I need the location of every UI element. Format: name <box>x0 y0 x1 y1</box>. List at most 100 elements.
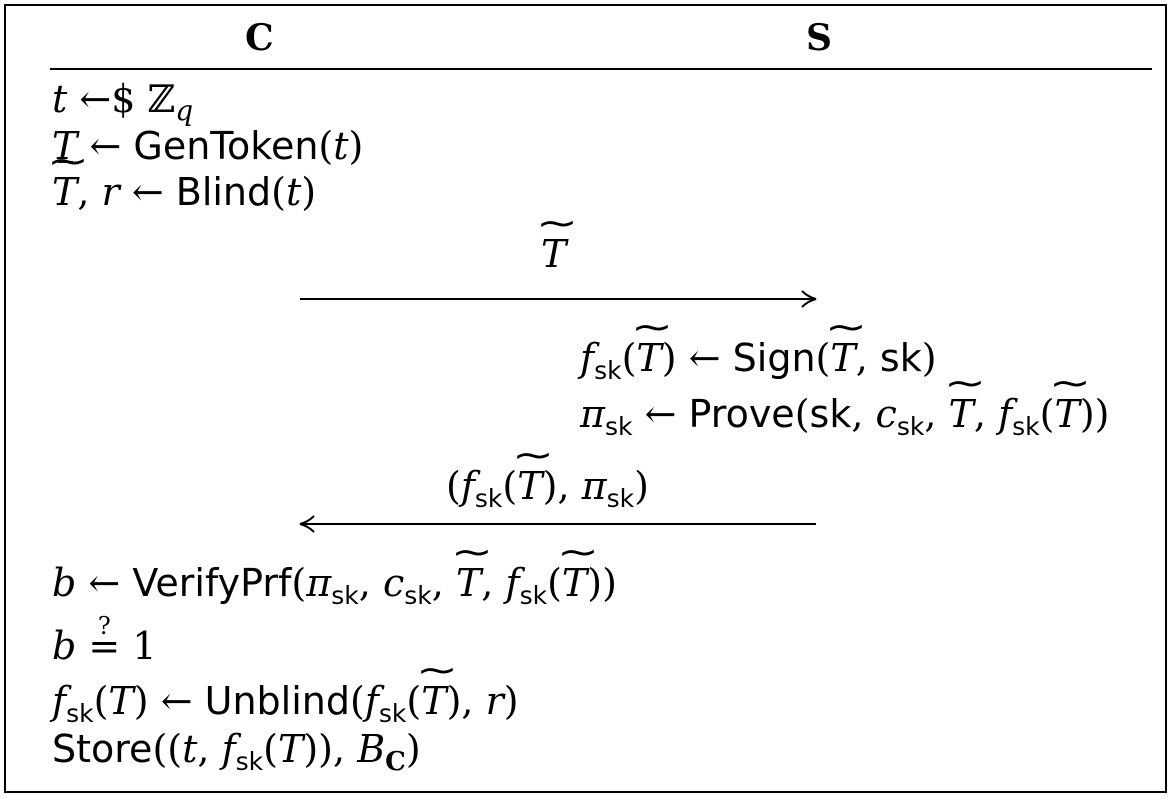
math-token: , <box>557 464 570 508</box>
math-token: , <box>851 392 864 436</box>
math-token: sk <box>235 747 264 776</box>
math-token: T <box>1054 392 1079 436</box>
line-verify: b ← VerifyPrf(πsk, csk, T, fsk(T)) <box>52 561 617 610</box>
math-token: t <box>182 727 198 771</box>
verify-fn: VerifyPrf <box>132 561 292 605</box>
math-token: ( <box>271 170 286 214</box>
math-token: ← <box>688 336 721 380</box>
math-token: ) <box>503 679 519 723</box>
math-token: T <box>562 561 587 605</box>
math-token: ← <box>160 679 193 723</box>
math-token: f <box>460 464 475 508</box>
sign-fn: Sign <box>732 336 816 380</box>
math-token: ← <box>644 392 677 436</box>
math-token: ) <box>301 170 317 214</box>
math-token: T <box>108 679 134 723</box>
math-token: sk <box>879 336 922 380</box>
math-token: ℤ <box>147 77 176 121</box>
math-token: ) <box>921 336 937 380</box>
line-store: Store((t, fsk(T)), BC) <box>52 727 421 777</box>
unblind-fn: Unblind <box>204 679 350 723</box>
math-token: ( <box>263 727 278 771</box>
math-token: sk <box>1012 412 1040 441</box>
math-token: , <box>358 561 371 605</box>
math-token: sk <box>66 699 94 728</box>
store-fn: Store <box>52 727 153 771</box>
math-token: c <box>875 392 897 436</box>
math-token: t <box>333 124 349 168</box>
math-token: ← <box>88 561 121 605</box>
math-token: sk <box>331 581 359 610</box>
math-token: sk <box>404 581 432 610</box>
math-token: f <box>221 727 236 771</box>
math-token: ( <box>291 561 307 605</box>
line-unblind: fsk(T) ← Unblind(fsk(T), r) <box>52 679 519 728</box>
math-token: T <box>636 336 661 380</box>
math-token: r <box>101 170 120 214</box>
math-token: ) <box>318 727 333 771</box>
math-token: T <box>830 336 855 380</box>
math-token: q <box>175 94 194 127</box>
math-token: sk <box>519 581 548 610</box>
math-token: , <box>333 727 346 771</box>
math-token: 1 <box>132 624 157 668</box>
math-token: t <box>52 77 68 121</box>
math-token: ) <box>348 124 364 168</box>
math-token: ) <box>634 464 649 508</box>
server-header: S <box>806 17 832 59</box>
math-token: , <box>461 679 474 723</box>
math-token: , <box>924 392 937 436</box>
message-2-label: (fsk(T), πsk) <box>446 464 649 513</box>
math-token: c <box>382 561 405 605</box>
gen-token-fn: GenToken <box>133 124 319 168</box>
line-check: b = 1 <box>52 604 157 668</box>
math-token: f <box>364 679 379 723</box>
math-token: sk <box>378 699 407 728</box>
line-sign: fsk(T) ← Sign(T, sk) <box>580 336 937 385</box>
math-token: ) <box>602 561 617 605</box>
math-token: ( <box>318 124 334 168</box>
line-sample-t: t ←$ ℤq <box>52 77 194 127</box>
math-token: ( <box>794 392 810 436</box>
arrow-server-to-client <box>299 515 816 533</box>
arrow-client-to-server <box>300 290 817 308</box>
math-token: r <box>485 679 504 723</box>
math-token: f <box>580 336 595 380</box>
math-token: f <box>505 561 520 605</box>
math-token: sk <box>594 356 622 385</box>
math-token: , <box>431 561 444 605</box>
math-token: ( <box>93 679 109 723</box>
math-token: T <box>421 679 446 723</box>
math-token: ) <box>405 727 421 771</box>
math-token: π <box>581 464 607 508</box>
math-token: ← <box>131 170 164 214</box>
math-token: sk <box>606 484 635 513</box>
prove-fn: Prove <box>688 392 795 436</box>
math-token: sk <box>474 484 503 513</box>
math-token: ( <box>446 464 461 508</box>
math-token: f <box>52 679 67 723</box>
math-token: t <box>285 170 302 214</box>
math-token: ← <box>89 124 122 168</box>
math-token: π <box>580 392 605 436</box>
client-header: C <box>245 17 274 59</box>
math-token: ←$ <box>79 77 136 121</box>
math-token: T <box>456 561 481 605</box>
math-token: f <box>998 392 1013 436</box>
math-token: sk <box>896 412 925 441</box>
math-token: T <box>949 392 974 436</box>
math-token: T <box>277 727 304 771</box>
math-token: T <box>541 232 566 276</box>
math-token: ) <box>1094 392 1110 436</box>
math-token: ( <box>349 679 365 723</box>
math-token: b <box>52 624 77 668</box>
math-token: C <box>385 747 406 777</box>
message-1-label: T <box>541 232 566 276</box>
line-prove: πsk ← Prove(sk, csk, T, fsk(T)) <box>580 392 1110 441</box>
math-token: B <box>357 727 386 771</box>
line-gen-token: T ← GenToken(t) <box>52 124 363 168</box>
math-token: = <box>88 604 120 668</box>
math-token: T <box>52 170 77 214</box>
math-token: sk <box>809 392 852 436</box>
math-token: sk <box>604 412 633 441</box>
